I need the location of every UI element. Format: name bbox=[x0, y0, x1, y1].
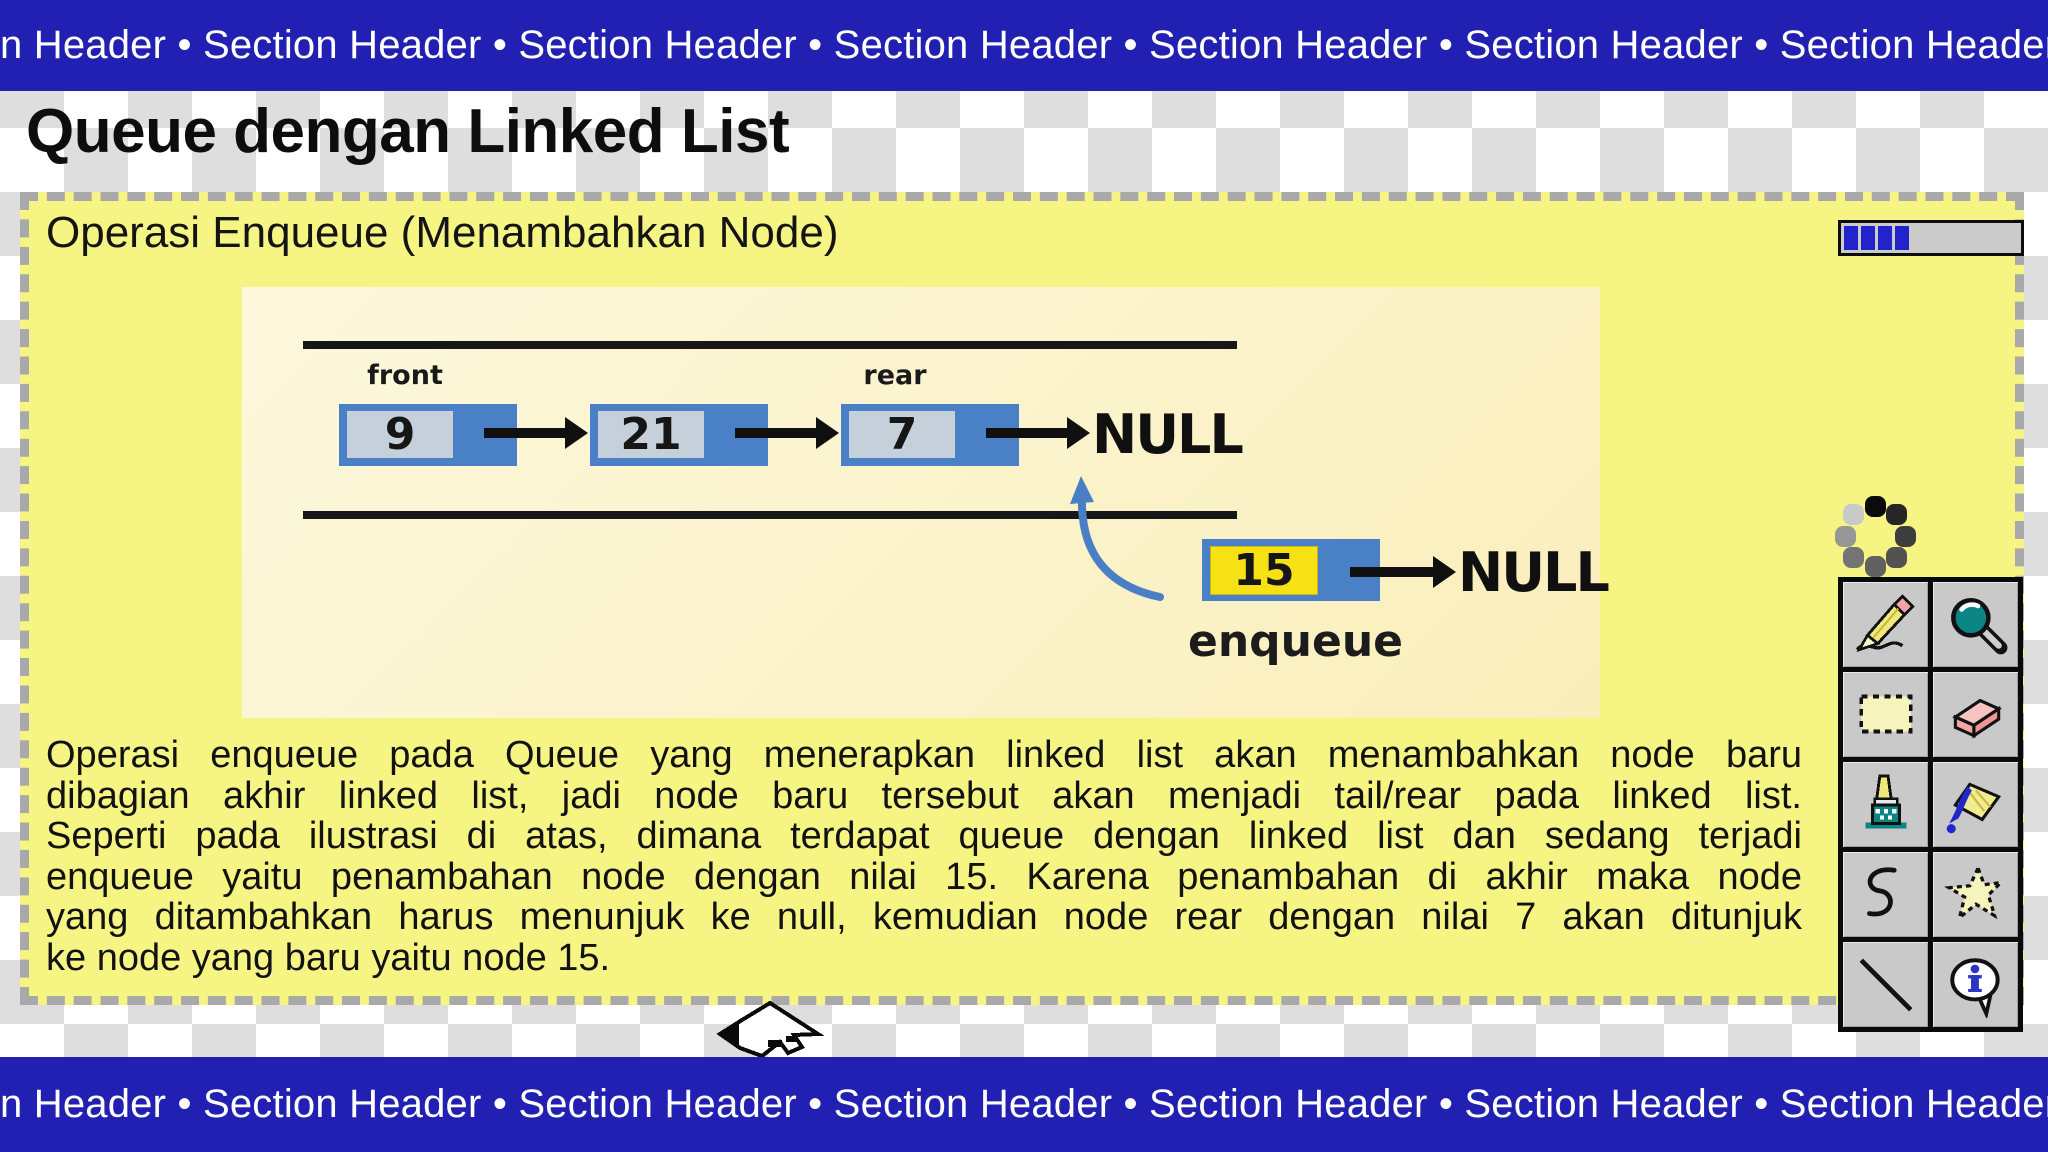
info-tool-button[interactable] bbox=[1933, 942, 2018, 1027]
fill-bucket-tool-button[interactable] bbox=[1933, 762, 2018, 847]
paintbrush-icon bbox=[1864, 774, 1907, 829]
cursor-arrow bbox=[716, 1000, 825, 1059]
front-pointer-label: front bbox=[367, 360, 443, 391]
link-arrow bbox=[1350, 556, 1456, 588]
diagram-top-rail bbox=[303, 341, 1237, 349]
top-section-header-bar: n Header • Section Header • Section Head… bbox=[0, 0, 2048, 91]
paragraph-justified-lines: Operasi enqueue pada Queue yang menerapk… bbox=[46, 734, 1802, 938]
rear-pointer-label: rear bbox=[863, 360, 927, 391]
diagram-bottom-rail bbox=[303, 511, 1237, 519]
spinner-dot bbox=[1864, 495, 1886, 517]
curve-tool-button[interactable] bbox=[1843, 852, 1928, 937]
eraser-tool-button[interactable] bbox=[1933, 672, 2018, 757]
progress-segment bbox=[1861, 226, 1875, 250]
linked-list-diagram bbox=[242, 287, 1600, 718]
paragraph-last-line: ke node yang baru yaitu node 15. bbox=[46, 936, 611, 979]
list-node-rear: 7 bbox=[841, 404, 1019, 466]
pencil-tool-button[interactable] bbox=[1843, 582, 1928, 667]
magnifier-icon bbox=[1950, 597, 2007, 654]
bottom-marquee-text: n Header • Section Header • Section Head… bbox=[0, 1082, 2048, 1126]
fill-bucket-icon bbox=[1946, 781, 2001, 833]
link-arrow bbox=[484, 417, 588, 449]
line-icon bbox=[1859, 958, 1912, 1011]
bottom-section-header-bar: n Header • Section Header • Section Head… bbox=[0, 1057, 2048, 1152]
link-arrow bbox=[986, 417, 1090, 449]
spinner-dot bbox=[1843, 546, 1865, 568]
select-rectangle-tool-button[interactable] bbox=[1843, 672, 1928, 757]
progress-segment bbox=[1878, 226, 1892, 250]
node-value: 21 bbox=[598, 409, 704, 460]
spinner-dot bbox=[1834, 525, 1856, 547]
line-tool-button[interactable] bbox=[1843, 942, 1928, 1027]
page-title: Queue dengan Linked List bbox=[26, 97, 790, 166]
select-rectangle-icon bbox=[1858, 694, 1913, 733]
top-marquee-text: n Header • Section Header • Section Head… bbox=[0, 23, 2048, 67]
enqueue-caption: enqueue bbox=[1188, 616, 1403, 667]
null-label-new: NULL bbox=[1458, 541, 1610, 604]
paint-toolbar bbox=[1838, 577, 2023, 1032]
eraser-icon bbox=[1951, 698, 2002, 739]
spinner-dot bbox=[1885, 504, 1907, 526]
slide-heading: Operasi Enqueue (Menambahkan Node) bbox=[46, 208, 839, 257]
list-node-middle: 21 bbox=[590, 404, 768, 466]
spinner-dot bbox=[1843, 504, 1865, 526]
paintbrush-tool-button[interactable] bbox=[1843, 762, 1928, 847]
node-value: 9 bbox=[347, 409, 453, 460]
new-node-value: 15 bbox=[1210, 545, 1318, 596]
node-value: 7 bbox=[849, 409, 955, 460]
link-arrow bbox=[735, 417, 839, 449]
star-select-tool-button[interactable] bbox=[1933, 852, 2018, 937]
spinner-dot bbox=[1894, 525, 1916, 547]
progress-segment bbox=[1895, 226, 1909, 250]
spinner-dot bbox=[1864, 555, 1886, 577]
pencil-icon bbox=[1855, 593, 1915, 652]
progress-bar bbox=[1838, 220, 2024, 256]
info-icon bbox=[1949, 957, 2000, 1018]
progress-segment bbox=[1844, 226, 1858, 250]
loading-spinner bbox=[1833, 494, 1919, 580]
null-label: NULL bbox=[1092, 403, 1244, 466]
curved-insert-arrow-icon bbox=[1070, 476, 1164, 601]
spinner-dot bbox=[1885, 546, 1907, 568]
star-select-icon bbox=[1943, 863, 2005, 922]
explanation-paragraph: Operasi enqueue pada Queue yang menerapk… bbox=[46, 735, 1802, 978]
curve-icon bbox=[1866, 866, 1897, 916]
magnifier-tool-button[interactable] bbox=[1933, 582, 2018, 667]
